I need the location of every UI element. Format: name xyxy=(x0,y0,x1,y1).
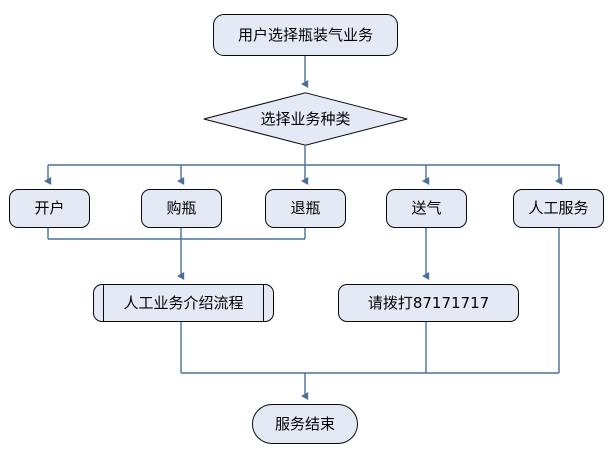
node-option-manual-service-label: 人工服务 xyxy=(528,199,589,217)
node-option-buy-cylinder[interactable]: 购瓶 xyxy=(141,189,222,228)
diamond-shape xyxy=(203,92,408,146)
node-option-deliver-gas-label: 送气 xyxy=(411,199,442,217)
node-phone-number[interactable]: 请拨打87171717 xyxy=(338,284,519,322)
predefined-process-left-bar xyxy=(103,285,104,321)
node-manual-process[interactable]: 人工业务介绍流程 xyxy=(93,284,274,322)
node-start[interactable]: 用户选择瓶装气业务 xyxy=(213,14,398,56)
node-decision-label: 选择业务种类 xyxy=(260,109,351,128)
node-option-open-account-label: 开户 xyxy=(34,199,65,217)
node-start-label: 用户选择瓶装气业务 xyxy=(237,25,373,44)
node-phone-number-label: 请拨打87171717 xyxy=(367,293,490,312)
node-option-return-cylinder-label: 退瓶 xyxy=(290,199,321,217)
node-option-open-account[interactable]: 开户 xyxy=(9,189,90,228)
node-option-return-cylinder[interactable]: 退瓶 xyxy=(265,189,346,228)
node-option-manual-service[interactable]: 人工服务 xyxy=(513,189,604,228)
predefined-process-right-bar xyxy=(263,285,264,321)
node-option-deliver-gas[interactable]: 送气 xyxy=(386,189,467,228)
node-end-label: 服务结束 xyxy=(274,414,335,433)
node-end[interactable]: 服务结束 xyxy=(252,404,358,444)
node-option-buy-cylinder-label: 购瓶 xyxy=(166,199,197,217)
node-manual-process-label: 人工业务介绍流程 xyxy=(123,293,244,312)
node-decision[interactable]: 选择业务种类 xyxy=(203,92,408,146)
